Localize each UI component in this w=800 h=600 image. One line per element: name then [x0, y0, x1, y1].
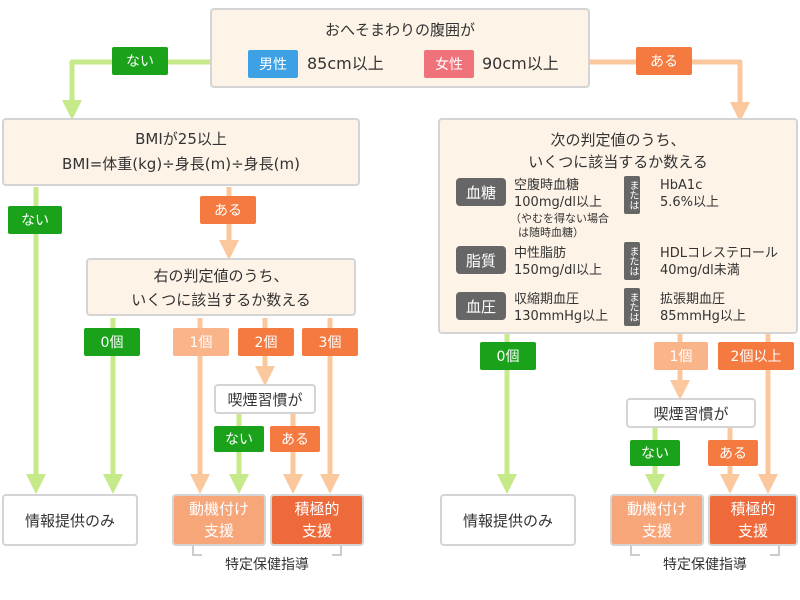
blood-sugar-note2: は随時血糖） [518, 226, 584, 239]
right-count-1: 1個 [654, 342, 708, 370]
left-count-1: 1個 [173, 328, 229, 356]
left-motivation-line2: 支援 [203, 522, 234, 540]
lipid-or: または [624, 242, 640, 280]
left-smoke-no: ない [214, 426, 264, 452]
blood-sugar-b2: 5.6%以上 [660, 195, 720, 210]
left-smoke-yes: ある [270, 426, 320, 452]
right-count-0: 0個 [480, 342, 536, 370]
lipid-a1: 中性脂肪 [514, 246, 567, 261]
male-waist-value: 85cm以上 [307, 54, 384, 73]
blood-sugar-note1: （やむを得ない場合 [510, 212, 609, 225]
right-guidance-label: 特定保健指導 [640, 553, 770, 575]
blood-pressure-b1: 拡張期血圧 [660, 292, 726, 307]
bmi-no-label: ない [8, 206, 62, 234]
left-bracket-right [340, 546, 342, 556]
right-info-only: 情報提供のみ [440, 494, 576, 546]
blood-pressure-a1: 収縮期血圧 [514, 292, 580, 307]
right-smoke-yes: ある [708, 440, 758, 466]
left-count-line2: いくつに該当するか数える [131, 291, 311, 309]
right-count-line1: 次の判定値のうち、 [550, 131, 686, 149]
waist-no-label: ない [112, 47, 168, 75]
criterion-tag-blood-pressure: 血圧 [456, 292, 506, 320]
right-motivation-line2: 支援 [641, 522, 672, 540]
right-count-line2: いくつに該当するか数える [528, 153, 708, 171]
left-count-box: 右の判定値のうち、 いくつに該当するか数える [86, 258, 356, 316]
blood-sugar-or: または [624, 176, 640, 214]
left-motivation-support: 動機付け 支援 [172, 494, 266, 546]
left-count-0: 0個 [84, 328, 140, 356]
left-active-line1: 積極的 [294, 500, 340, 518]
bmi-box: BMIが25以上 BMI=体重(kg)÷身長(m)÷身長(m) [2, 118, 360, 186]
criterion-tag-blood-sugar: 血糖 [456, 178, 506, 206]
right-active-line1: 積極的 [730, 500, 776, 518]
left-count-2: 2個 [238, 328, 294, 356]
left-count-3: 3個 [302, 328, 358, 356]
lipid-b2: 40mg/dl未満 [660, 263, 740, 278]
blood-sugar-a1: 空腹時血糖 [514, 178, 580, 193]
blood-pressure-a2: 130mmHg以上 [514, 309, 609, 324]
waist-yes-label: ある [636, 47, 692, 75]
lipid-b1: HDLコレステロール [660, 246, 779, 261]
left-smoking-box: 喫煙習慣が [214, 384, 316, 414]
right-smoke-no: ない [630, 440, 680, 466]
criterion-tag-lipid: 脂質 [456, 246, 506, 274]
left-motivation-line1: 動機付け [188, 500, 249, 518]
lipid-a2: 150mg/dl以上 [514, 263, 602, 278]
right-active-line2: 支援 [737, 522, 768, 540]
blood-sugar-a2: 100mg/dl以上 [514, 195, 602, 210]
bmi-formula: BMI=体重(kg)÷身長(m)÷身長(m) [62, 155, 300, 173]
female-waist-value: 90cm以上 [482, 54, 559, 73]
right-bracket-right [778, 546, 780, 556]
left-active-support: 積極的 支援 [270, 494, 364, 546]
left-bracket-left [192, 546, 194, 556]
right-count-box: 次の判定値のうち、 いくつに該当するか数える 血糖 空腹時血糖 100mg/dl… [438, 118, 798, 334]
right-smoking-box: 喫煙習慣が [626, 398, 756, 428]
bmi-yes-label: ある [200, 196, 256, 224]
blood-sugar-b1: HbA1c [660, 178, 703, 193]
bmi-condition: BMIが25以上 [135, 130, 227, 148]
right-motivation-support: 動機付け 支援 [610, 494, 704, 546]
left-guidance-label: 特定保健指導 [202, 553, 332, 575]
waist-question-box: おへそまわりの腹囲が 男性 85cm以上 女性 90cm以上 [210, 8, 590, 88]
left-active-line2: 支援 [301, 522, 332, 540]
left-info-only: 情報提供のみ [2, 494, 138, 546]
waist-title: おへそまわりの腹囲が [324, 21, 475, 39]
right-count-2plus: 2個以上 [718, 342, 794, 370]
blood-pressure-b2: 85mmHg以上 [660, 309, 746, 324]
right-active-support: 積極的 支援 [708, 494, 798, 546]
female-tag: 女性 [424, 50, 474, 78]
right-bracket-left [630, 546, 632, 556]
left-count-line1: 右の判定値のうち、 [153, 267, 289, 285]
right-motivation-line1: 動機付け [626, 500, 687, 518]
blood-pressure-or: または [624, 288, 640, 326]
male-tag: 男性 [248, 50, 298, 78]
